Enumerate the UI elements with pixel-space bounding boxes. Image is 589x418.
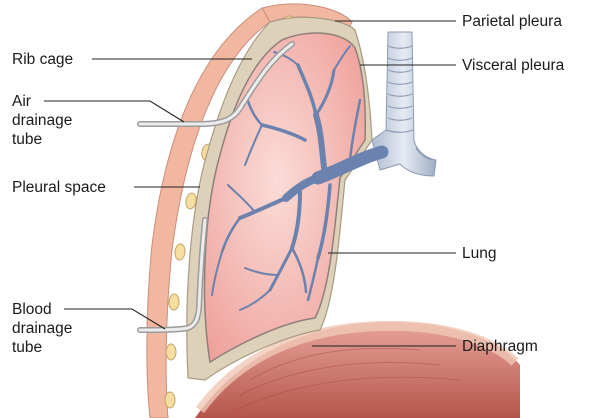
rib-bone (166, 344, 176, 360)
label-visceral-pleura: Visceral pleura (462, 56, 564, 75)
rib-bone (169, 294, 180, 311)
label-pleural-space: Pleural space (12, 178, 106, 197)
label-diaphragm: Diaphragm (462, 337, 538, 356)
label-blood-drainage-tube: Blood drainage tube (12, 300, 72, 357)
label-air-drainage-tube: Air drainage tube (12, 92, 72, 149)
label-parietal-pleura: Parietal pleura (462, 12, 562, 31)
label-lung: Lung (462, 244, 496, 263)
label-rib-cage: Rib cage (12, 50, 73, 69)
rib-bone (174, 244, 186, 261)
rib-bone (165, 392, 175, 408)
